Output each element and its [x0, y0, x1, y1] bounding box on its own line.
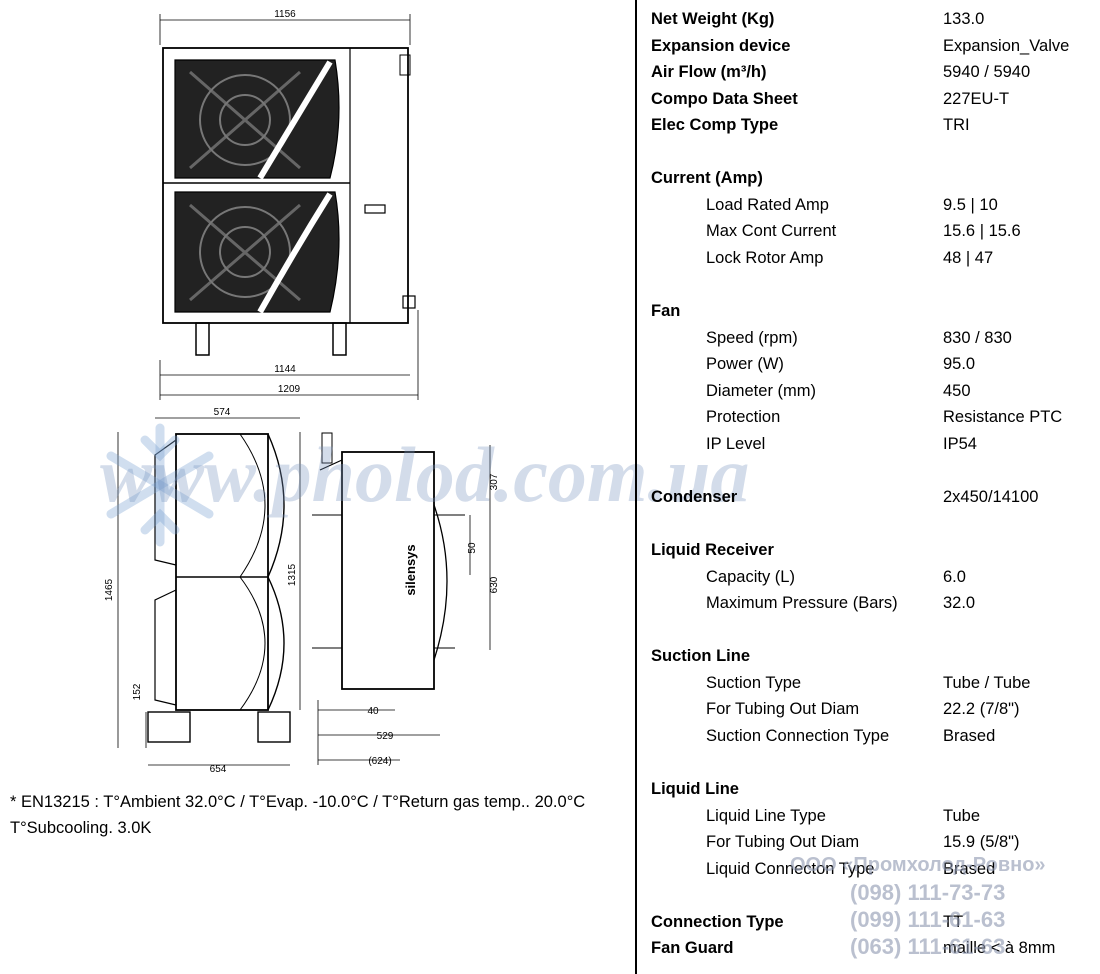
spec-label: Liquid Line — [651, 779, 739, 798]
spec-value: Resistance PTC — [943, 408, 1063, 427]
spec-value: Brased — [943, 859, 996, 878]
spec-label: Net Weight (Kg) — [651, 10, 775, 28]
spec-value: 15.9 (5/8") — [943, 833, 1020, 852]
note-line-2: T°Subcooling. 3.0K — [10, 819, 152, 837]
spec-label: Connection Type — [651, 912, 784, 931]
dim-side-top: 574 — [214, 407, 231, 418]
spec-label: Air Flow (m³/h) — [651, 63, 767, 82]
spec-label: Suction Connection Type — [706, 726, 890, 745]
spec-label: IP Level — [706, 434, 766, 453]
spec-label: Fan — [651, 302, 681, 321]
spec-label: Compo Data Sheet — [651, 89, 798, 108]
spec-label: Load Rated Amp — [706, 195, 829, 214]
front-view-casing — [162, 47, 409, 324]
lower-fan-grille — [174, 191, 340, 314]
spec-label: Expansion device — [651, 36, 791, 55]
spec-value: Brased — [943, 726, 996, 745]
technical-drawing-panel: silensys 1156 1144 1209 574 1465 1315 15… — [10, 9, 749, 841]
spec-label: Fan Guard — [651, 939, 734, 958]
spec-label: Suction Line — [651, 647, 750, 666]
unit-dimension-drawing: silensys 1156 1144 1209 574 1465 1315 15… — [104, 9, 500, 775]
spec-label: Protection — [706, 408, 781, 427]
spec-label: Suction Type — [706, 673, 802, 692]
test-conditions-note: * EN13215 : T°Ambient 32.0°C / T°Evap. -… — [10, 789, 585, 841]
dim-base-outer: 1209 — [278, 384, 301, 395]
upper-fan-grille — [174, 59, 340, 180]
dim-side-height-total: 1465 — [104, 578, 115, 601]
dim-right-mid: 50 — [467, 542, 478, 554]
rear-view-casing — [341, 451, 435, 690]
spec-value: 15.6 | 15.6 — [943, 222, 1021, 241]
spec-value: 9.5 | 10 — [943, 195, 998, 214]
spec-value: TRI — [943, 116, 970, 135]
spec-value: 2x450/14100 — [943, 487, 1039, 506]
spec-value: 6.0 — [943, 567, 966, 586]
spec-label: Speed (rpm) — [706, 328, 798, 347]
dim-leg-height: 152 — [132, 683, 143, 700]
note-line-1: * EN13215 : T°Ambient 32.0°C / T°Evap. -… — [10, 793, 586, 811]
spec-value: 830 / 830 — [943, 328, 1012, 347]
dim-right-overall: (624) — [368, 756, 391, 767]
spec-value: 48 | 47 — [943, 248, 994, 267]
spec-value: Expansion_Valve — [943, 36, 1070, 55]
spec-label: Elec Comp Type — [651, 116, 779, 135]
spec-label: Lock Rotor Amp — [706, 248, 824, 267]
spec-label: For Tubing Out Diam — [706, 700, 860, 719]
spec-label: Maximum Pressure (Bars) — [706, 594, 898, 613]
spec-value: 133.0 — [943, 10, 985, 28]
spec-value: 450 — [943, 381, 971, 400]
dim-right-offset: 40 — [367, 706, 379, 717]
spec-value: 32.0 — [943, 594, 976, 613]
spec-label: Diameter (mm) — [706, 381, 816, 400]
dim-base-inner: 1144 — [274, 364, 296, 375]
spec-label: For Tubing Out Diam — [706, 833, 860, 852]
spec-label: Current (Amp) — [651, 169, 763, 188]
spec-value: 95.0 — [943, 355, 976, 374]
spec-value: 227EU-T — [943, 89, 1010, 108]
spec-label: Power (W) — [706, 355, 784, 374]
side-view-casing — [175, 433, 269, 711]
spec-label: Max Cont Current — [706, 222, 837, 241]
dim-side-height: 1315 — [287, 563, 298, 586]
brand-mark: silensys — [403, 544, 418, 595]
dim-right-top: 307 — [489, 473, 500, 490]
spec-label: Liquid Line Type — [706, 806, 826, 825]
spec-value: Tube / Tube — [943, 673, 1031, 692]
dim-top-width: 1156 — [274, 9, 296, 20]
spec-label: Liquid Connecton Type — [706, 859, 875, 878]
dim-right-lower: 630 — [489, 576, 500, 593]
spec-label: Capacity (L) — [706, 567, 795, 586]
dim-right-depth: 529 — [377, 731, 394, 742]
column-divider — [635, 0, 637, 974]
spec-value: IP54 — [943, 434, 977, 453]
dim-side-base: 654 — [210, 764, 227, 775]
spec-value: 22.2 (7/8") — [943, 700, 1020, 719]
spec-label: Liquid Receiver — [651, 541, 774, 559]
spec-value: maille < à 8mm — [943, 939, 1056, 958]
snowflake-logo-icon — [106, 423, 214, 547]
spec-label: Condenser — [651, 487, 738, 506]
spec-value: 5940 / 5940 — [943, 63, 1031, 82]
spec-value: TT — [943, 912, 964, 931]
spec-value: Tube — [943, 806, 980, 825]
